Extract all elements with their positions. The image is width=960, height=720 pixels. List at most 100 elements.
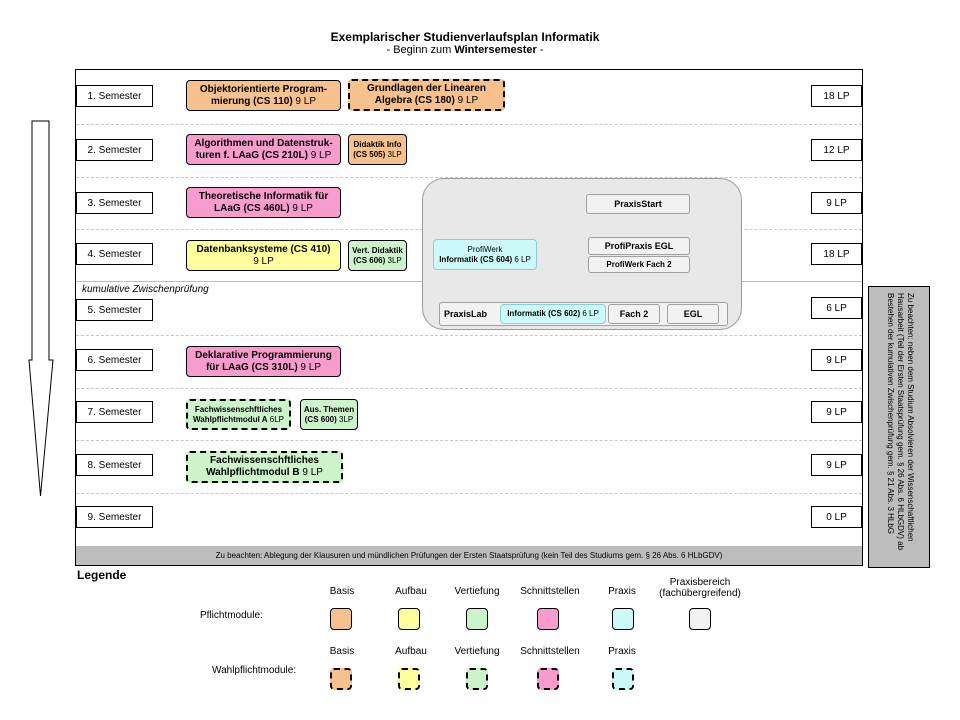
swatch-vertiefung-wahl (466, 668, 488, 690)
module-line: Informatik (CS 604) (439, 254, 513, 264)
legend-pflicht-label: Pflichtmodule: (200, 610, 263, 621)
module-line: Grundlagen der Linearen (367, 83, 486, 94)
row-divider (76, 335, 862, 336)
praxislab-egl: EGL (667, 304, 719, 324)
side-note: Zu beachten: neben dem Studium Absolvier… (868, 286, 930, 568)
swatch-aufbau-pflicht (398, 608, 420, 630)
row-divider (76, 388, 862, 389)
lp-total: 0 LP (811, 506, 862, 528)
swatch-schnittstellen-pflicht (537, 608, 559, 630)
semester-label: 5. Semester (76, 299, 153, 321)
module-lp: 3LP (336, 414, 354, 424)
profiwerk-fach2-box: ProfiWerk Fach 2 (588, 256, 690, 273)
swatch-praxis-wahl (612, 668, 634, 690)
subtitle-bold: Wintersemester (454, 44, 537, 56)
swatch-vertiefung-pflicht (466, 608, 488, 630)
semester-label: 7. Semester (76, 401, 153, 423)
subtitle-prefix: - Beginn zum (386, 44, 455, 56)
module-line: Wahlpflichtmodul A (193, 414, 268, 424)
legend-category: Praxis (608, 646, 636, 657)
module-lp: 9 LP (297, 361, 322, 373)
legend-category: Vertiefung (454, 586, 500, 597)
swatch-basis-wahl (330, 668, 352, 690)
down-arrow-icon (28, 120, 54, 497)
module-line: Objektorientierte Program- (199, 83, 328, 95)
page-title: Exemplarischer Studienverlaufsplan Infor… (330, 30, 600, 44)
module-line: Theoretische Informatik für (198, 190, 329, 202)
semester-label: 8. Semester (76, 454, 153, 476)
lp-total: 9 LP (811, 192, 862, 214)
plan-frame (75, 69, 863, 566)
semester-label: 6. Semester (76, 349, 153, 371)
module-line: turen f. LAaG (CS 210L) (195, 149, 308, 161)
module-vert-didaktik: Vert. Didaktik(CS 606) 3LP (348, 240, 407, 271)
module-lp: 6 LP (512, 254, 531, 264)
module-lp: 9 LP (299, 467, 323, 478)
module-line: Wahlpflichtmodul B (206, 467, 300, 478)
semester-label: 3. Semester (76, 192, 153, 214)
module-line: ProfiWerk (467, 244, 503, 254)
module-line: Informatik (CS 602) (507, 309, 581, 318)
module-lp: 9 LP (307, 149, 332, 161)
legend-category: Schnittstellen (520, 646, 580, 657)
praxisstart-box: PraxisStart (586, 194, 690, 214)
legend-category: Basis (329, 586, 355, 597)
lp-total: 9 LP (811, 454, 862, 476)
module-line: Algebra (CS 180) (374, 95, 455, 106)
lp-total: 12 LP (811, 139, 862, 161)
swatch-schnittstellen-wahl (537, 668, 559, 690)
semester-label: 1. Semester (76, 85, 153, 107)
zwischenpruefung-label: kumulative Zwischenprüfung (82, 284, 209, 295)
module-line: für LAaG (CS 310L) (205, 361, 298, 373)
module-line: mierung (CS 110) (210, 95, 293, 107)
legend-category: Aufbau (395, 586, 427, 597)
legend-category: Vertiefung (454, 646, 500, 657)
lp-total: 9 LP (811, 349, 862, 371)
legend-line: Praxisbereich (669, 577, 731, 588)
module-lp: 6LP (267, 414, 284, 424)
legend-category: Praxis (608, 586, 636, 597)
module-db: Datenbanksysteme (CS 410)9 LP (186, 240, 341, 271)
module-line: (CS 606) (353, 255, 386, 265)
legend-category: Basis (329, 646, 355, 657)
module-lp: 9 LP (454, 95, 479, 106)
swatch-aufbau-wahl (398, 668, 420, 690)
module-aus-themen: Aus. Themen(CS 600) 3LP (300, 399, 358, 430)
legend-category: Schnittstellen (520, 586, 580, 597)
module-line: Didaktik Info (353, 139, 402, 149)
legend-praxisbereich: Praxisbereich(fachübergreifend) (650, 577, 750, 599)
module-lp: 9 LP (253, 255, 274, 267)
page-subtitle: - Beginn zum Wintersemester - (0, 44, 930, 56)
bottom-note: Zu beachten: Ablegung der Klausuren und … (76, 546, 862, 565)
semester-label: 9. Semester (76, 506, 153, 528)
module-line: (CS 600) (304, 414, 337, 424)
row-divider (76, 177, 862, 178)
module-lp: 9 LP (292, 95, 317, 107)
side-note-text: Zu beachten: neben dem Studium Absolvier… (886, 293, 915, 551)
module-line: Fachwissenschftliches (210, 455, 319, 466)
praxislab-fach2: Fach 2 (608, 304, 660, 324)
module-lp: 6 LP (580, 309, 599, 318)
module-didaktik-info: Didaktik Info(CS 505) 3LP (348, 134, 407, 165)
profipraxis-egl-box: ProfiPraxis EGL (588, 237, 690, 255)
module-line: Aus. Themen (303, 404, 355, 414)
module-line: Datenbanksysteme (CS 410) (196, 243, 331, 255)
module-line: Algorithmen und Datenstruk- (194, 137, 333, 149)
legend-category: Aufbau (395, 646, 427, 657)
module-line: Deklarative Programmierung (195, 349, 332, 361)
module-line: Fachwissenschftliches (194, 404, 283, 414)
subtitle-suffix: - (536, 44, 544, 56)
module-lp: 3LP (385, 255, 402, 265)
swatch-praxis-pflicht (612, 608, 634, 630)
module-line: (CS 505) (353, 149, 386, 159)
module-lp: 9 LP (289, 202, 313, 214)
praxislab-informatik: Informatik (CS 602) 6 LP (500, 304, 606, 324)
module-oop: Objektorientierte Program-mierung (CS 11… (186, 80, 341, 111)
module-line: Vert. Didaktik (352, 245, 403, 255)
module-lp: 3LP (385, 149, 402, 159)
